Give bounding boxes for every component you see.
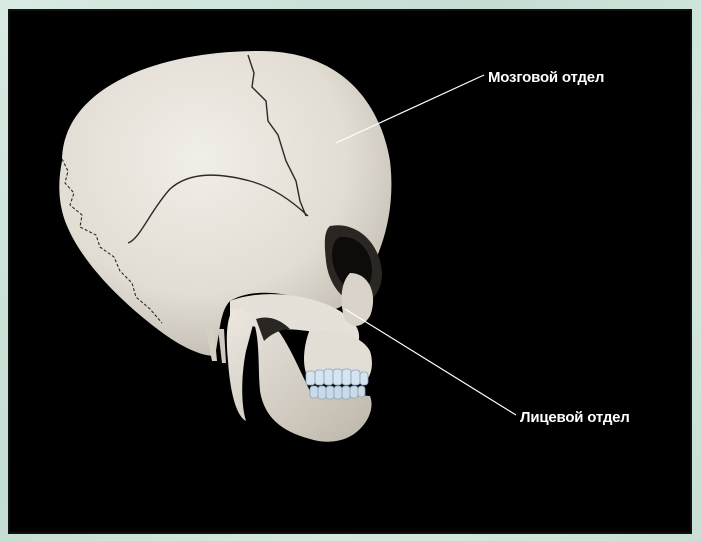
illustration-panel: Мозговой отдел Лицевой отдел: [8, 9, 692, 534]
lower-teeth: [310, 386, 365, 399]
label-cranial-section: Мозговой отдел: [488, 69, 604, 86]
cranium: [59, 51, 391, 356]
label-facial-section: Лицевой отдел: [520, 409, 630, 426]
skull-illustration: [10, 11, 692, 534]
upper-teeth: [306, 369, 368, 385]
